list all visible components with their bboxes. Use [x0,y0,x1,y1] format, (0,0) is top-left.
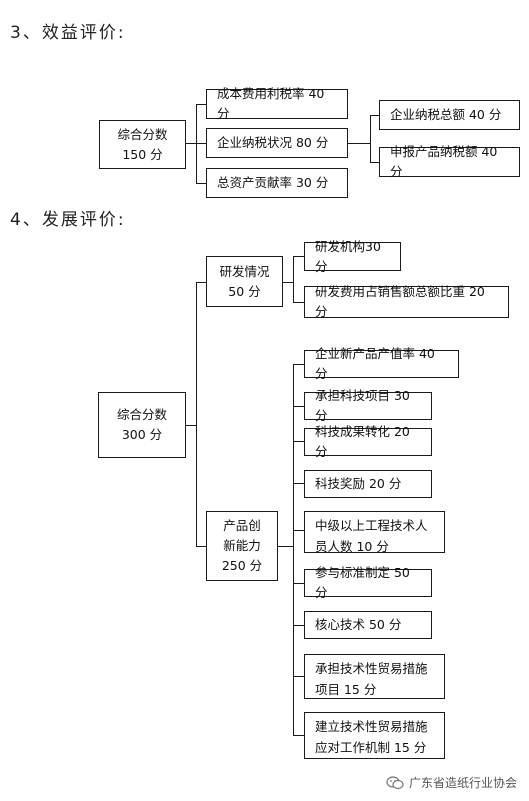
connector [370,115,379,116]
s3-sub-box: 申报产品纳税额 40 分 [379,144,520,179]
s4-group1-score: 50 分 [228,283,261,299]
connector [196,546,206,547]
section4-heading: 4、发展评价: [10,210,126,230]
connector [293,735,304,736]
s4-group1-label: 研发情况 [219,263,270,279]
watermark: 广东省造纸行业协会 [386,774,517,791]
s3-item-box: 成本费用利税率 40 分 [206,86,348,121]
s3-sub-box: 企业纳税总额 40 分 [379,100,520,130]
s4-item-line: 承担技术性贸易措施 [315,661,428,676]
s4-group2-label: 产品创 [223,518,261,533]
connector [186,425,196,426]
connector [278,546,293,547]
s4-item-line: 建立技术性贸易措施 [315,719,428,734]
connector [293,676,304,677]
section3-heading: 3、效益评价: [10,23,126,43]
connector [370,162,379,163]
s4-group1-item: 研发费用占销售额总额比重 20 分 [304,284,509,319]
s4-group2-item: 中级以上工程技术人 员人数 10 分 [304,511,445,554]
connector [293,256,304,257]
watermark-text: 广东省造纸行业协会 [408,776,517,790]
connector [186,143,196,144]
connector [293,256,294,302]
connector [293,441,304,442]
connector [293,364,294,735]
s4-group2-item: 科技奖励 20 分 [304,470,432,498]
s3-item-box: 企业纳税状况 80 分 [206,128,348,158]
s4-group2-item: 承担技术性贸易措施 项目 15 分 [304,654,445,699]
connector [348,143,370,144]
s4-group2-label: 新能力 [223,538,261,553]
connector [283,282,293,283]
s4-group2-item: 企业新产品产值率 40 分 [304,346,459,381]
connector [196,183,206,184]
s4-group1-item: 研发机构30 分 [304,239,401,274]
s4-item-line: 员人数 10 分 [315,539,389,554]
s3-root-score: 150 分 [122,146,163,162]
s3-item-box: 总资产贡献率 30 分 [206,168,348,198]
connector [370,115,371,162]
connector [196,282,197,546]
s4-group2-item: 参与标准制定 50 分 [304,565,432,600]
connector [293,406,304,407]
connector [293,530,304,531]
connector [293,364,304,365]
connector [293,483,304,484]
s4-root-label: 综合分数 [116,407,167,422]
connector [196,104,206,105]
s4-group2-score: 250 分 [221,558,263,573]
s4-item-line: 项目 15 分 [315,682,377,697]
connector [293,302,304,303]
s4-group2-item: 承担科技项目 30 分 [304,388,432,423]
s3-root-label: 综合分数 [117,126,168,142]
s4-item-line: 应对工作机制 15 分 [315,740,427,755]
s4-group2-item: 核心技术 50 分 [304,611,432,639]
s4-group2-item: 科技成果转化 20 分 [304,424,432,459]
s4-group1-box: 研发情况 50 分 [206,256,283,307]
connector [196,143,206,144]
s4-item-line: 中级以上工程技术人 [315,518,428,533]
wechat-icon [386,775,404,789]
connector [293,583,304,584]
s4-root-box: 综合分数 300 分 [98,392,186,458]
s4-root-score: 300 分 [121,427,163,442]
connector [196,282,206,283]
connector [293,625,304,626]
s4-group2-item: 建立技术性贸易措施 应对工作机制 15 分 [304,712,445,759]
s4-group2-box: 产品创 新能力 250 分 [206,511,278,581]
s3-root-box: 综合分数 150 分 [99,120,186,169]
